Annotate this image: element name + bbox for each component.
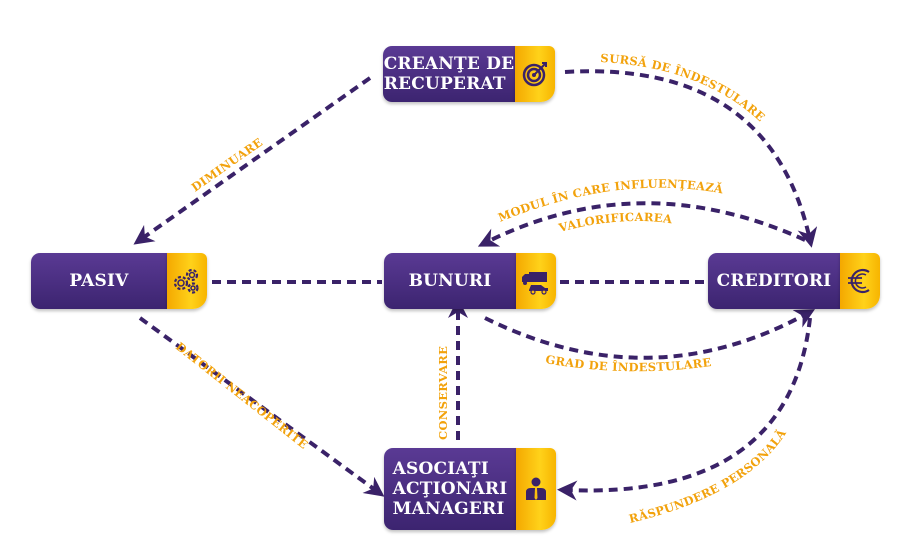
edge-datorii: [138, 316, 385, 497]
node-pasiv: PASIV: [31, 245, 209, 309]
node-bunuri: BUNURI: [384, 245, 558, 309]
edge-raspundere: [557, 317, 812, 501]
node-label-asociati: ASOCIAŢI ACŢIONARI MANAGERI: [392, 459, 508, 519]
edge-label-modul-line2: VALORIFICAREA: [556, 210, 674, 235]
edge-label-conservare: CONSERVARE: [436, 346, 450, 440]
edge-sursa: [564, 69, 818, 248]
edge-label-grad: GRAD DE ÎNDESTULARE: [545, 352, 713, 374]
gears-icon: [173, 268, 199, 294]
edge-label-diminuare: DIMINUARE: [189, 135, 266, 194]
node-label-creditori: CREDITORI: [716, 271, 832, 291]
edge-modul: [477, 201, 806, 247]
edge-grad: [484, 309, 816, 360]
node-label-pasiv: PASIV: [69, 271, 129, 291]
edge-label-raspundere: RĂSPUNDERE PERSONALĂ: [628, 426, 790, 526]
edge-label-datorii: DATORII NEACOPERITE: [173, 339, 311, 451]
truck-car-icon: [522, 272, 548, 295]
node-label-bunuri: BUNURI: [408, 271, 492, 291]
node-creditori: CREDITORI: [708, 245, 882, 309]
euro-icon: [848, 268, 870, 294]
node-label-creante: CREANŢE DE RECUPERAT: [383, 54, 515, 94]
edge-diminuare: [133, 76, 372, 245]
node-asociati: ASOCIAŢI ACŢIONARI MANAGERI: [384, 440, 558, 530]
target-icon: [522, 62, 547, 87]
node-creante: CREANŢE DE RECUPERAT: [383, 38, 557, 102]
manager-person-icon: [526, 477, 546, 500]
